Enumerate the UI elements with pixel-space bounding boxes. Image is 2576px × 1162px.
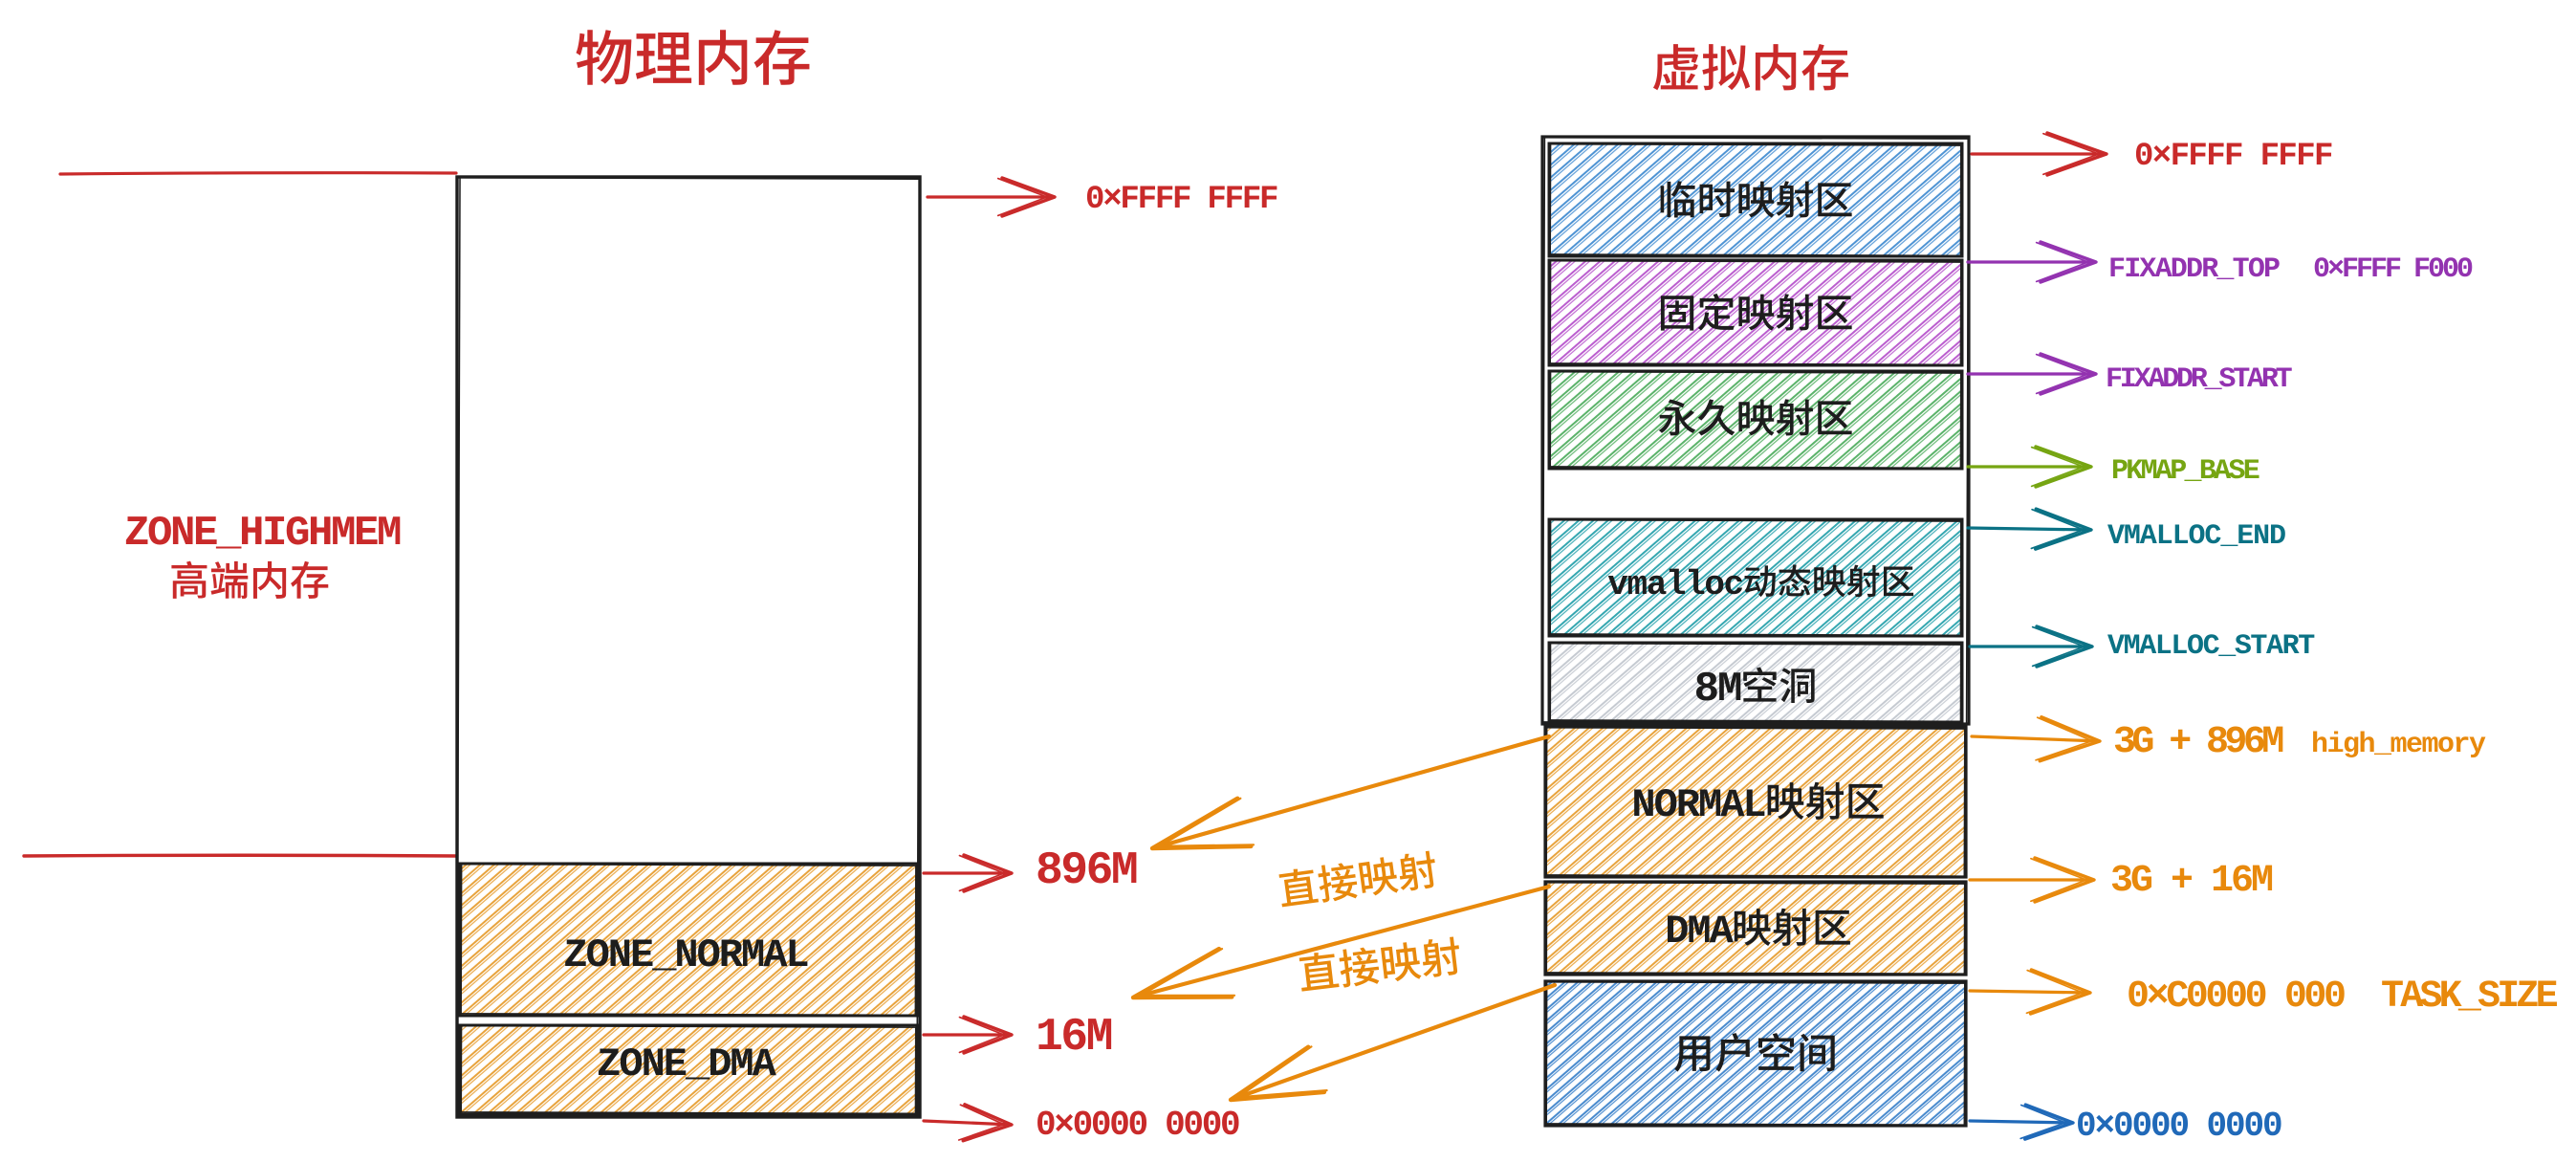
svg-text:ZONE_NORMAL: ZONE_NORMAL [563,932,808,978]
svg-text:3G + 16M: 3G + 16M [2110,860,2273,903]
svg-text:FIXADDR_START: FIXADDR_START [2106,363,2293,396]
svg-text:0×FFFF FFFF: 0×FFFF FFFF [1085,182,1277,218]
svg-text:896M: 896M [1036,845,1137,897]
svg-text:16M: 16M [1036,1012,1112,1063]
svg-text:VMALLOC_END: VMALLOC_END [2107,520,2285,553]
svg-text:8M: 8M [1694,666,1741,713]
svg-text:high_memory: high_memory [2311,729,2486,761]
svg-text:0×0000 0000: 0×0000 0000 [1036,1106,1239,1145]
svg-text:FIXADDR_TOP: FIXADDR_TOP [2108,253,2280,286]
svg-text:TASK_SIZE: TASK_SIZE [2381,976,2558,1019]
svg-text:DMA: DMA [1665,909,1734,954]
svg-text:VMALLOC_START: VMALLOC_START [2107,630,2315,663]
svg-text:0×C0000 000: 0×C0000 000 [2127,976,2345,1019]
svg-text:0×FFFF F000: 0×FFFF F000 [2313,253,2473,286]
svg-text:0×0000 0000: 0×0000 0000 [2076,1107,2281,1146]
svg-text:ZONE_HIGHMEM: ZONE_HIGHMEM [124,510,401,558]
svg-text:3G + 896M: 3G + 896M [2113,721,2283,764]
svg-text:ZONE_DMA: ZONE_DMA [597,1041,776,1087]
svg-text:vmalloc: vmalloc [1607,565,1742,604]
svg-text:NORMAL: NORMAL [1631,782,1765,828]
svg-text:0×FFFF FFFF: 0×FFFF FFFF [2134,139,2332,175]
svg-text:PKMAP_BASE: PKMAP_BASE [2111,455,2259,488]
